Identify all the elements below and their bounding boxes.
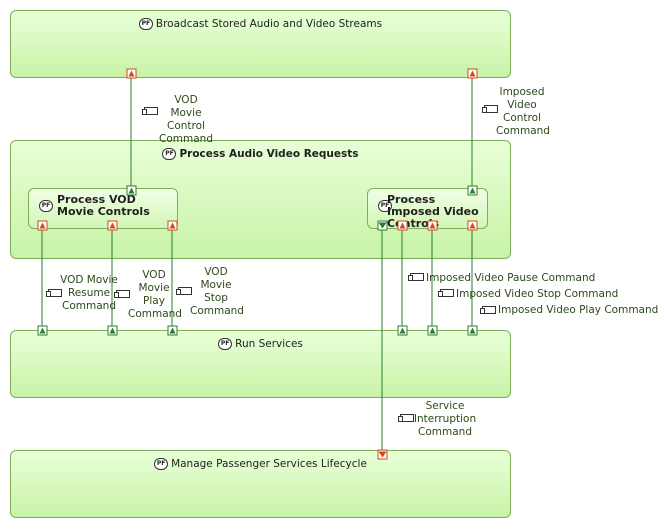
message-icon xyxy=(480,306,496,314)
message-icon xyxy=(142,107,158,115)
message-icon xyxy=(438,289,454,297)
in-port-icon xyxy=(37,325,48,336)
in-port-icon xyxy=(126,185,137,196)
out-port-icon xyxy=(107,220,118,231)
input-ports xyxy=(37,185,478,336)
block-broadcast-label: Broadcast Stored Audio and Video Streams xyxy=(155,18,383,30)
out-port-icon xyxy=(467,220,478,231)
in-port-icon xyxy=(467,185,478,196)
in-port-icon xyxy=(377,220,388,231)
out-port-icon xyxy=(397,220,408,231)
pf-badge-icon: PF xyxy=(138,18,153,30)
in-port-icon xyxy=(397,325,408,336)
label-imposed-play: Imposed Video Play Command xyxy=(498,304,659,316)
block-process-requests-label: Process Audio Video Requests xyxy=(179,148,359,160)
out-port-icon xyxy=(37,220,48,231)
block-run-services-label: Run Services xyxy=(235,338,303,350)
message-icon xyxy=(408,273,424,281)
label-imposed-stop: Imposed Video Stop Command xyxy=(456,288,619,300)
block-manage-lifecycle-label: Manage Passenger Services Lifecycle xyxy=(171,458,367,470)
block-vod-controls-label: Process VOD Movie Controls xyxy=(57,193,150,218)
message-icon xyxy=(114,290,130,298)
label-service-interruption: Service Interruption Command xyxy=(413,400,477,438)
out-port-icon xyxy=(427,220,438,231)
out-port-icon xyxy=(126,68,137,79)
out-port-icon xyxy=(167,220,178,231)
label-vod-movie-play: VOD Movie Play Command xyxy=(128,269,182,320)
label-vod-movie-resume: VOD Movie Resume Command xyxy=(60,274,118,312)
label-imposed-video-control: Imposed Video Control Command xyxy=(496,86,550,137)
message-icon xyxy=(398,414,414,422)
in-port-icon xyxy=(467,325,478,336)
pf-badge-icon: PF xyxy=(39,200,53,212)
output-ports xyxy=(37,68,478,460)
out-port-icon xyxy=(467,68,478,79)
label-vod-movie-stop: VOD Movie Stop Command xyxy=(190,266,244,317)
pf-badge-icon: PF xyxy=(162,148,177,160)
pf-badge-icon: PF xyxy=(154,458,169,470)
label-imposed-pause: Imposed Video Pause Command xyxy=(426,272,596,284)
label-vod-movie-control: VOD Movie Control Command xyxy=(159,94,213,145)
out-port-icon xyxy=(377,449,388,460)
pf-badge-icon: PF xyxy=(378,200,392,212)
message-icon xyxy=(176,287,192,295)
block-vod-movie-controls[interactable]: PF Process VOD Movie Controls xyxy=(28,188,178,229)
in-port-icon xyxy=(167,325,178,336)
in-port-icon xyxy=(427,325,438,336)
pf-badge-icon: PF xyxy=(218,338,233,350)
in-port-icon xyxy=(107,325,118,336)
message-icon xyxy=(482,105,498,113)
message-icon xyxy=(46,289,62,297)
